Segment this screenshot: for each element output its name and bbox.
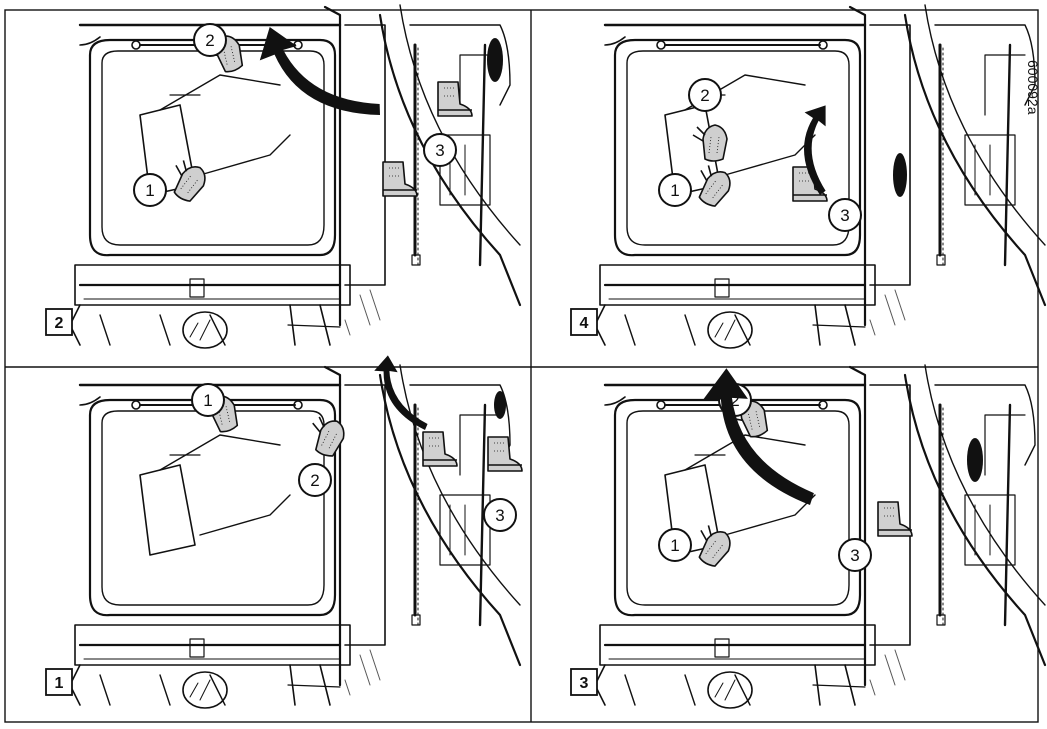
foot-shadow-icon [893, 153, 907, 197]
hand-icon [304, 414, 348, 459]
cab-door-drawing [70, 5, 520, 348]
boot-icon [383, 162, 417, 196]
callout-number: 1 [670, 181, 679, 200]
callout-badge: 1 [192, 384, 224, 416]
boot-icon [878, 502, 912, 536]
callout-number: 1 [145, 181, 154, 200]
hand-icon [693, 125, 727, 161]
callout-badge: 2 [689, 79, 721, 111]
callout-number: 3 [435, 141, 444, 160]
cab-door-drawing [595, 5, 1045, 348]
callout-badge: 3 [829, 199, 861, 231]
step-number-box: 3 [571, 669, 597, 695]
callout-number: 2 [700, 86, 709, 105]
callout-badge: 1 [659, 529, 691, 561]
cab-door-drawing [70, 365, 520, 708]
boot-icon [488, 437, 522, 471]
callout-badge: 3 [424, 134, 456, 166]
callout-number: 2 [205, 31, 214, 50]
step-number: 4 [580, 315, 589, 332]
callout-number: 3 [840, 206, 849, 225]
panel-step-1: 1 1 2 3 [46, 355, 522, 708]
callout-badge: 1 [659, 174, 691, 206]
callout-badge: 1 [134, 174, 166, 206]
step-number-box: 4 [571, 309, 597, 335]
callout-number: 3 [850, 546, 859, 565]
hand-icon [688, 522, 735, 570]
foot-shadow-icon [487, 38, 503, 82]
movement-arrow [250, 27, 385, 136]
step-number-box: 1 [46, 669, 72, 695]
panel-step-4: 4 1 2 3 [571, 5, 1045, 348]
panel-step-2: 2 1 2 3 [46, 5, 520, 348]
callout-number: 1 [203, 391, 212, 410]
callout-badge: 2 [194, 24, 226, 56]
boot-icon [438, 82, 472, 116]
panel-step-3: 3 1 2 3 [571, 365, 1045, 708]
step-number-box: 2 [46, 309, 72, 335]
figure-code: 600092a [1025, 60, 1041, 115]
hand-icon [688, 162, 735, 210]
step-number: 1 [55, 675, 64, 692]
callout-number: 2 [310, 471, 319, 490]
boot-icon [423, 432, 457, 466]
hand-icon [163, 157, 210, 205]
callout-number: 3 [495, 506, 504, 525]
step-number: 3 [580, 675, 589, 692]
callout-badge: 3 [484, 499, 516, 531]
step-number: 2 [55, 315, 64, 332]
callout-badge: 3 [839, 539, 871, 571]
callout-badge: 2 [299, 464, 331, 496]
foot-shadow-icon [967, 438, 983, 482]
callout-number: 1 [670, 536, 679, 555]
foot-shadow-icon [494, 391, 506, 419]
